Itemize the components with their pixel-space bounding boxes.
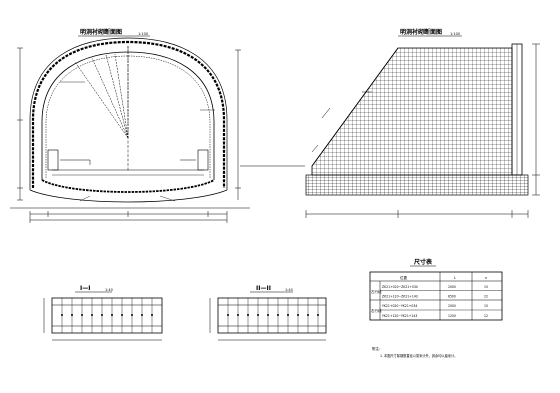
notes: 附注： 1. 本图尺寸除钢筋直径以毫米计外，其余均以厘米计。 [372,346,457,358]
backfill-hatch [311,47,513,176]
hatch-section-scale: 1:100 [450,32,460,36]
table-row-2-n: 22 [484,295,488,299]
table-row-4-L: 1200 [448,314,456,318]
table-row-3-L: 2000 [448,304,456,308]
section-I-I: I—I 1:40 [43,285,163,341]
invert-arch [41,179,215,193]
table-header-position: 位置 [400,275,408,280]
right-ditch [197,149,209,171]
table-header-n: n [485,276,487,280]
hatch-section-title: 明洞衬砌断面图 [400,28,442,36]
table-title: 尺寸表 [414,258,433,266]
backfill-section: 明洞衬砌断面图 1:100 [305,28,540,218]
section-I-title: I—I [80,285,90,292]
table-row-1-L: 2000 [448,285,456,289]
table-row-4-pos: YK21+120~YK21+143 [382,314,417,318]
table-row-1-pos: ZK21+020~ZK21+034 [382,285,418,289]
dimension-table: 尺寸表 位置 L n 左行线 右行线 ZK21+020~ZK21+034 200… [369,258,503,321]
table-row-2-pos: ZK21+120~ZK21+143 [382,295,418,299]
lining-outer-edge [29,37,228,190]
section-II-II: II—II 1:40 [209,285,327,341]
table-row-1-n: 15 [484,285,488,289]
section-II-title: II—II [256,285,271,292]
table-group-left: 左行线 [371,289,382,294]
section-II-bars [227,298,319,333]
tunnel-section-title: 明洞衬砌断面图 [80,28,122,36]
section-II-scale: 1:40 [285,288,293,292]
left-ditch [47,149,59,171]
table-row-4-n: 12 [484,314,488,318]
table-group-right: 右行线 [371,308,382,313]
section-I-bars [61,298,153,333]
section-I-scale: 1:40 [105,288,113,292]
tunnel-cross-section: 明洞衬砌断面图 1:100 [10,28,250,223]
outer-lining [31,40,226,188]
base-band [305,174,529,196]
table-row-3-n: 15 [484,304,488,308]
notes-line-1: 1. 本图尺寸除钢筋直径以毫米计外，其余均以厘米计。 [380,353,457,358]
table-row-2-L: 6500 [448,295,456,299]
notes-label: 附注： [372,346,383,351]
table-row-3-pos: YK21+020~YK21+034 [382,304,417,308]
table-header-L: L [454,276,456,280]
tunnel-section-scale: 1:100 [138,32,148,36]
